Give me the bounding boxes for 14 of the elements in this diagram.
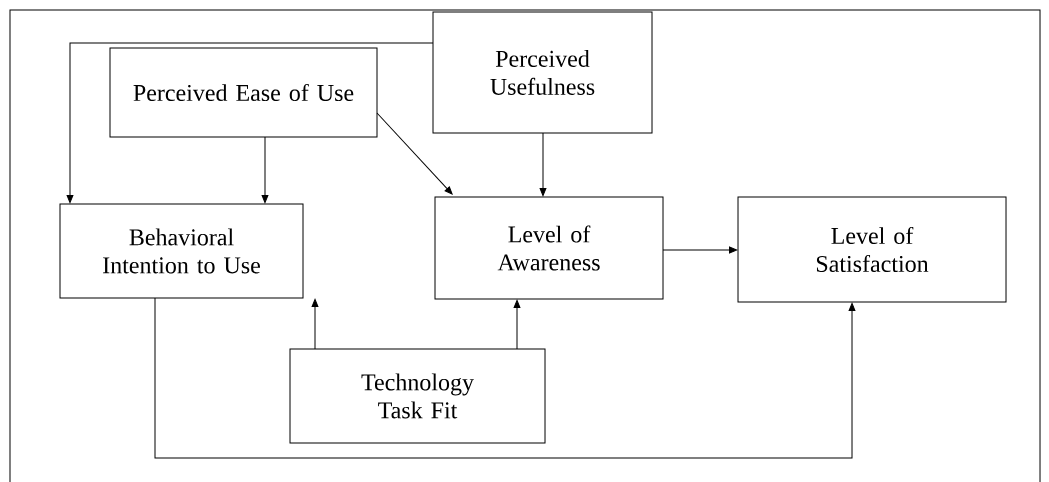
concept-box: Level of Awareness <box>434 196 664 300</box>
arrow <box>261 136 269 204</box>
concept-box: Perceived Usefulness <box>432 11 653 134</box>
concept-box: Technology Task Fit <box>289 348 546 444</box>
arrow <box>154 297 856 459</box>
arrow <box>539 132 547 197</box>
concept-box: Level of Satisfaction <box>737 196 1007 303</box>
arrow <box>376 112 453 195</box>
arrow <box>513 299 521 350</box>
arrow <box>662 246 738 254</box>
arrow <box>311 298 319 350</box>
arrow <box>66 42 434 204</box>
concept-box: Behavioral Intention to Use <box>59 203 304 299</box>
concept-box: Perceived Ease of Use <box>109 47 378 138</box>
